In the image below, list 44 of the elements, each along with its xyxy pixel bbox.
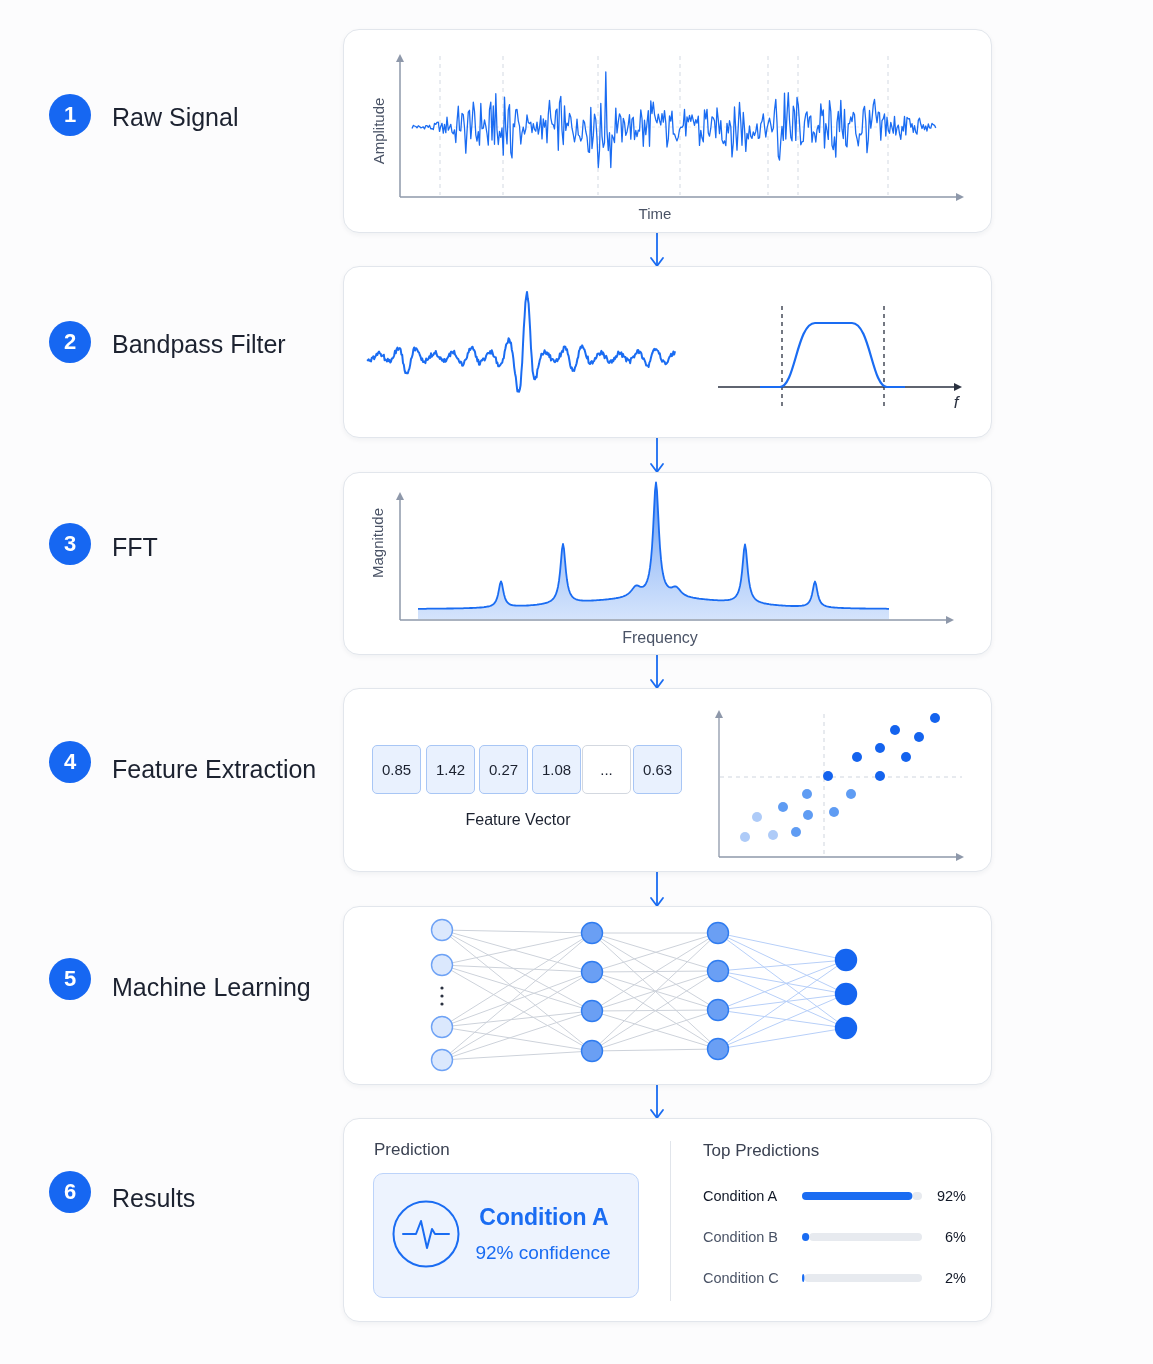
- step-title: Results: [112, 1183, 196, 1213]
- arrow: [650, 871, 664, 907]
- arrow: [650, 1084, 664, 1119]
- arrow: [650, 437, 664, 473]
- feature-value-cell: 0.63: [633, 745, 682, 794]
- step-panel: [343, 266, 992, 438]
- predicted-condition: Condition A: [479, 1203, 609, 1231]
- step-number: 2: [49, 321, 91, 363]
- arrow: [650, 654, 664, 689]
- axis-label: f: [953, 393, 959, 413]
- category-label: Condition A: [703, 1187, 778, 1205]
- category-label: Condition C: [703, 1269, 779, 1287]
- step-title: Feature Extraction: [112, 754, 317, 784]
- prediction-card: [373, 1173, 639, 1298]
- value-label: 2%: [945, 1269, 966, 1287]
- step-title: Bandpass Filter: [112, 329, 286, 359]
- axis-label: Amplitude: [370, 97, 388, 165]
- step-number: 4: [49, 741, 91, 783]
- axis-label: Frequency: [622, 628, 698, 648]
- step-number: 6: [49, 1171, 91, 1213]
- step-number: 1: [49, 94, 91, 136]
- step-number: 5: [49, 958, 91, 1000]
- step-title: FFT: [112, 532, 158, 562]
- arrow: [650, 232, 664, 267]
- axis-label: Time: [638, 205, 672, 223]
- feature-vector-label: Feature Vector: [465, 810, 571, 830]
- section-heading: Prediction: [374, 1140, 450, 1160]
- chart-title: Top Predictions: [703, 1141, 820, 1161]
- category-label: Condition B: [703, 1228, 778, 1246]
- step-panel: [343, 1118, 992, 1322]
- confidence-text: 92% confidence: [475, 1242, 611, 1264]
- feature-value-cell: 0.85: [372, 745, 421, 794]
- axis-label: Magnitude: [369, 507, 387, 579]
- feature-value-cell: 0.27: [479, 745, 528, 794]
- step-number: 3: [49, 523, 91, 565]
- feature-value-cell: ...: [582, 745, 631, 794]
- step-title: Machine Learning: [112, 972, 311, 1002]
- value-label: 92%: [936, 1187, 966, 1205]
- step-panel: [343, 29, 992, 233]
- feature-value-cell: 1.42: [426, 745, 475, 794]
- step-panel: [343, 472, 992, 655]
- value-label: 6%: [945, 1228, 966, 1246]
- feature-value-cell: 1.08: [532, 745, 581, 794]
- step-title: Raw Signal: [112, 102, 239, 132]
